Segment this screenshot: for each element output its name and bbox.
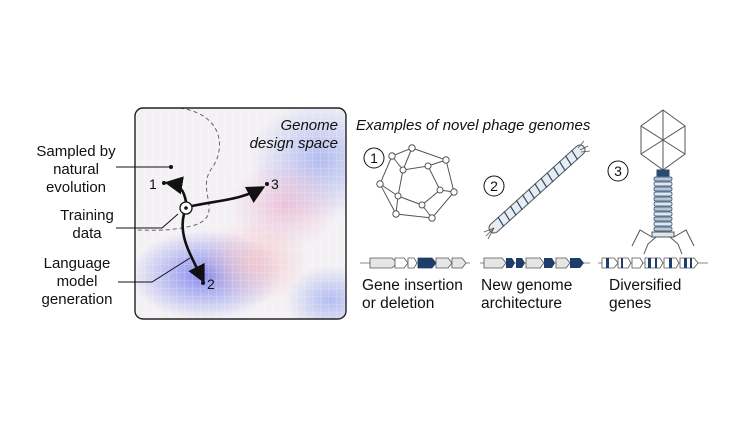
svg-text:3: 3 xyxy=(614,163,622,179)
coil-segment xyxy=(497,216,505,227)
coil-segment xyxy=(571,149,579,160)
tail-ring xyxy=(653,191,673,197)
svg-text:Diversified: Diversified xyxy=(609,277,681,294)
svg-text:Language: Language xyxy=(44,255,111,272)
svg-text:3: 3 xyxy=(271,176,279,192)
arrow-to-1 xyxy=(164,176,188,203)
tail-ring xyxy=(653,226,673,232)
svg-text:Training: Training xyxy=(60,207,114,224)
example-1: 1 Gene insertion o xyxy=(360,144,470,312)
svg-text:natural: natural xyxy=(53,161,99,178)
training-region-boundary xyxy=(135,108,220,231)
panel-title: Examples of novel phage genomes xyxy=(356,117,591,134)
coil-segment xyxy=(515,199,523,211)
arrow-to-2 xyxy=(181,213,205,284)
svg-text:Sampled by: Sampled by xyxy=(36,143,116,160)
tail-ring xyxy=(653,196,673,202)
tail-ring xyxy=(653,211,673,217)
genome-track-1 xyxy=(360,257,470,269)
point-1: 1 xyxy=(149,176,166,192)
svg-text:architecture: architecture xyxy=(481,295,562,312)
coil-segment xyxy=(558,160,566,172)
tail-ring xyxy=(653,221,673,227)
label-language-model-generation: Language model generation xyxy=(42,255,191,308)
coil-segment xyxy=(509,205,517,216)
coil-segment xyxy=(528,188,536,199)
example-3: 3 xyxy=(598,109,708,312)
design-space-label: Genome design space xyxy=(250,117,338,152)
coil-segment xyxy=(540,177,548,188)
coil-segment xyxy=(546,172,554,183)
icosahedral-capsid-icon xyxy=(376,144,458,222)
svg-text:1: 1 xyxy=(149,176,157,192)
coil-segment xyxy=(503,211,511,222)
genome-track-2 xyxy=(480,257,590,269)
tail-ring xyxy=(653,206,673,212)
svg-text:Gene insertion: Gene insertion xyxy=(362,277,463,294)
genome-track-3 xyxy=(598,257,708,269)
svg-text:model: model xyxy=(57,273,98,290)
svg-text:Genome: Genome xyxy=(280,117,338,134)
svg-text:New genome: New genome xyxy=(481,277,572,294)
svg-text:design space: design space xyxy=(250,135,338,152)
tailed-phage-icon xyxy=(631,109,695,255)
design-space-box xyxy=(134,107,347,320)
tail-ring xyxy=(653,186,673,192)
training-origin xyxy=(179,201,193,215)
svg-text:genes: genes xyxy=(609,295,651,312)
svg-text:2: 2 xyxy=(207,276,215,292)
svg-text:2: 2 xyxy=(490,178,498,194)
filamentous-phage-icon xyxy=(483,140,591,240)
arrow-to-3 xyxy=(191,186,266,208)
point-3: 3 xyxy=(265,176,279,192)
tail-ring xyxy=(653,216,673,222)
coil-segment xyxy=(534,183,542,194)
svg-text:generation: generation xyxy=(42,291,113,308)
svg-text:data: data xyxy=(72,225,102,242)
example-2: 2 New genome architecture xyxy=(480,140,591,312)
tail-ring xyxy=(653,201,673,207)
coil-segment xyxy=(521,194,529,205)
label-training-data: Training data xyxy=(60,207,179,242)
tail-ring xyxy=(653,176,673,182)
coil-segment xyxy=(552,166,560,177)
label-sampled-by-natural-evolution: Sampled by natural evolution xyxy=(36,143,173,196)
tail-ring xyxy=(653,181,673,187)
svg-text:1: 1 xyxy=(370,150,378,166)
coil-segment xyxy=(564,155,572,166)
point-2: 2 xyxy=(201,276,215,292)
svg-text:or deletion: or deletion xyxy=(362,295,434,312)
svg-text:evolution: evolution xyxy=(46,179,106,196)
